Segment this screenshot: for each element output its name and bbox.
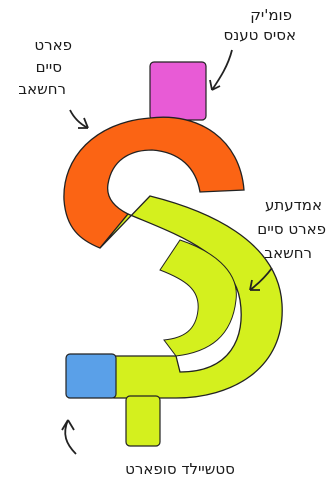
label-mid-right-line1: אמדעתע	[265, 196, 322, 214]
label-top-left-line3: רחשאב	[18, 80, 66, 98]
label-top-right-line1: פומ'יק	[250, 6, 292, 24]
label-top-right-line2: אסיס טענס	[224, 26, 296, 44]
arrow-top-right	[212, 50, 232, 90]
yellow-green-body	[100, 196, 282, 398]
label-mid-right-line3: רחשאב	[264, 244, 312, 262]
label-top-left-line2: סיים	[36, 58, 62, 76]
arrowhead-bottom	[62, 420, 74, 430]
blue-bottom-block	[66, 354, 116, 398]
label-bottom: סטשיילד סופארט	[125, 460, 235, 478]
magenta-top-block	[150, 62, 206, 120]
yellow-green-bottom-stub	[126, 396, 160, 446]
label-mid-right-line2: פארט סיים	[257, 220, 326, 238]
label-top-left-line1: פארט	[34, 36, 72, 54]
